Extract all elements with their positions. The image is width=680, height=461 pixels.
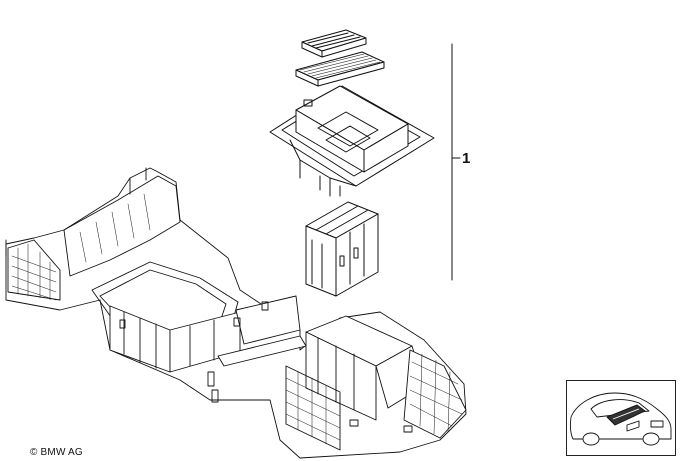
filter-mat-icon [295,51,385,87]
car-location-thumbnail [566,380,676,456]
insert-block-icon [305,201,379,297]
callout-number: 1 [462,150,471,167]
callout-bracket [451,43,461,281]
small-filter-cover-icon [301,29,367,58]
storage-tray-icon [269,85,435,197]
copyright-text: © BMW AG [30,447,83,458]
console-frame-icon [5,167,467,459]
car-location-thumbnail-icon [569,392,672,446]
